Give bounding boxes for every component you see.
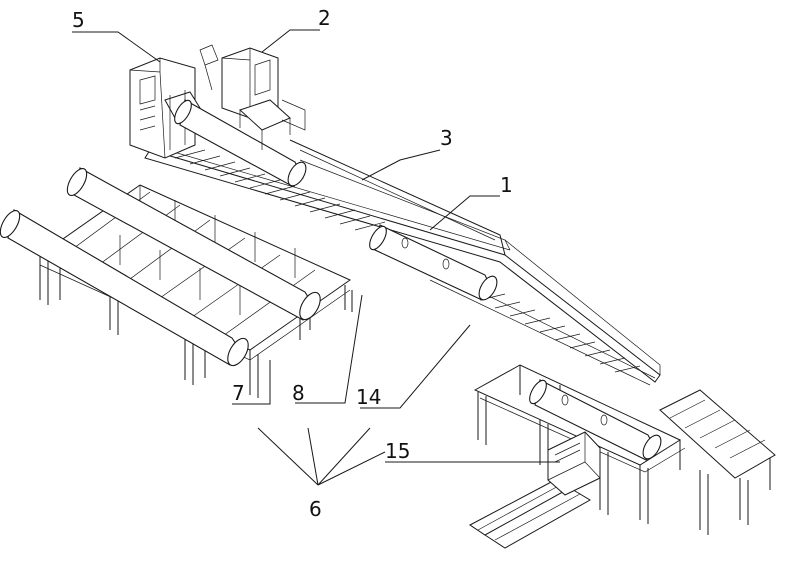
pipe-back — [66, 167, 321, 321]
label-1: 1 — [500, 173, 513, 197]
label-3: 3 — [440, 126, 453, 150]
label-14: 14 — [356, 385, 381, 409]
pipe-on-bed — [369, 224, 498, 301]
end-roller-table — [659, 389, 776, 535]
main-bed-rail — [144, 139, 661, 383]
label-6: 6 — [309, 497, 322, 521]
pipe-right — [529, 379, 662, 461]
label-7: 7 — [232, 381, 245, 405]
pipe-front — [0, 209, 249, 367]
label-5: 5 — [72, 8, 85, 32]
leader-lines — [72, 29, 560, 486]
label-8: 8 — [292, 381, 305, 405]
plasma-unit — [199, 44, 306, 150]
label-15: 15 — [385, 439, 410, 463]
pipe-in-cutter — [174, 99, 307, 187]
label-2: 2 — [318, 6, 331, 30]
trolley-track — [469, 431, 601, 549]
